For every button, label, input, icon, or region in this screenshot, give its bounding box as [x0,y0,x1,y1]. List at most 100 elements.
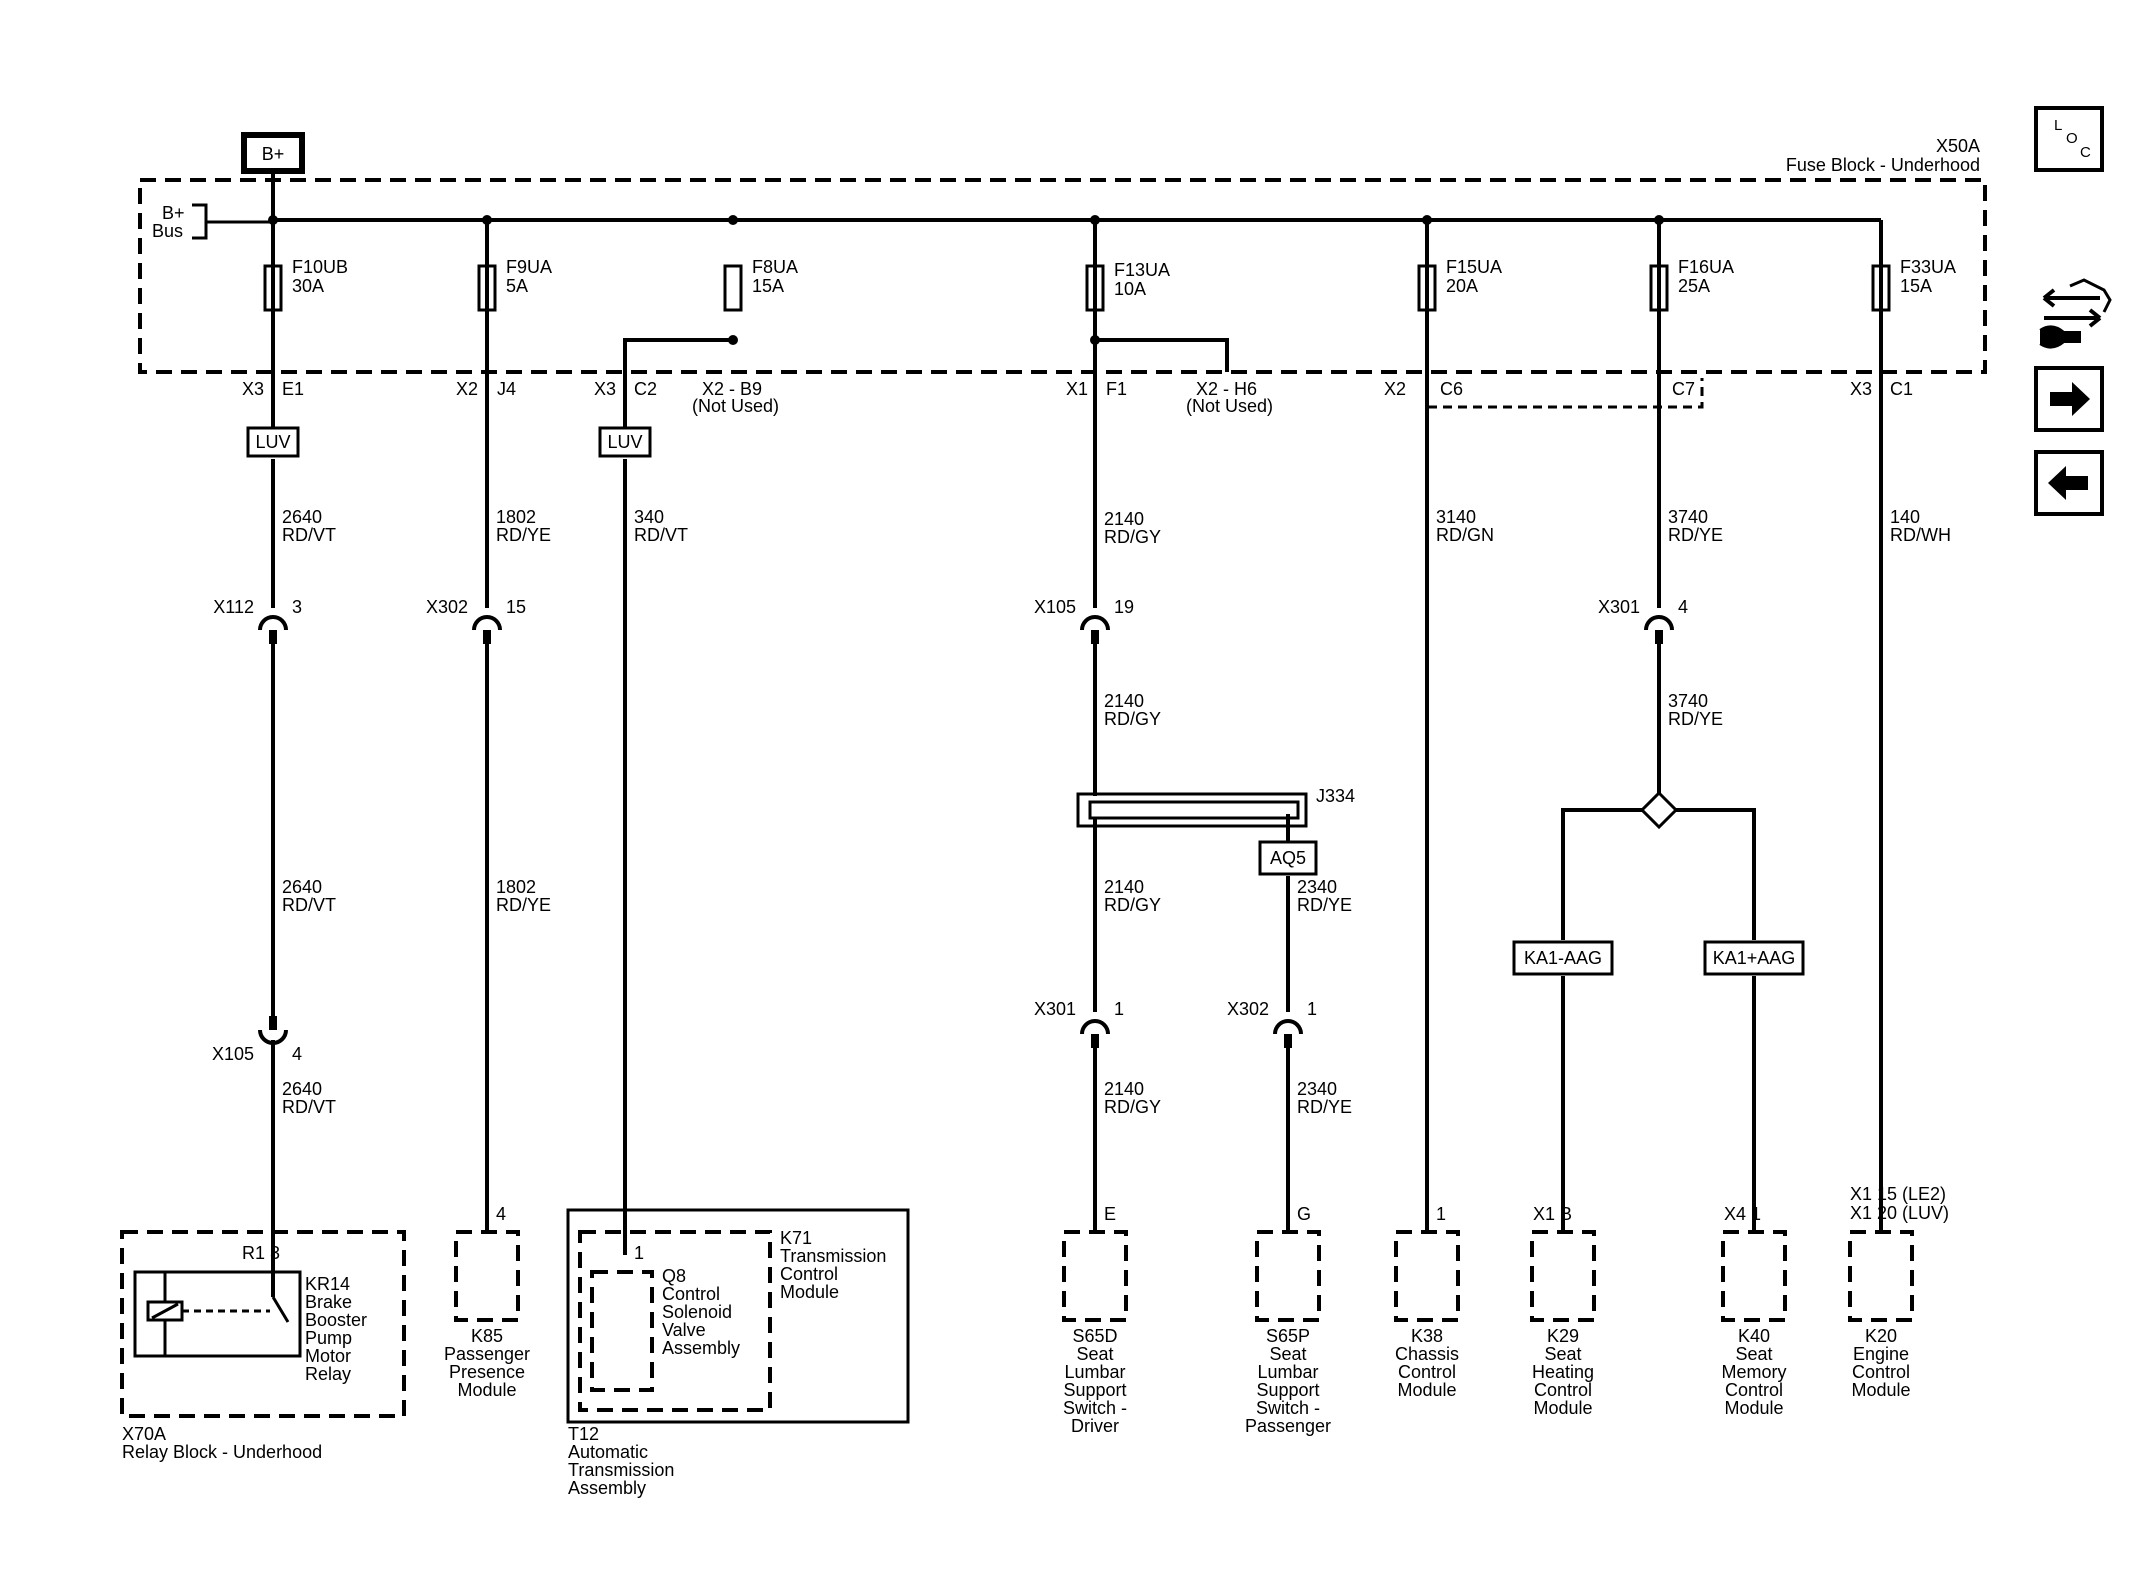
bplus-label: B+ [262,144,285,164]
fuse-block-name: Fuse Block - Underhood [1786,155,1980,175]
inline-conn-id: X301 [1598,597,1640,617]
module-box-k29 [1530,1230,1596,1322]
option-box [1703,940,1805,976]
f13ua-branch-h6 [1095,338,1229,372]
terminal-pin: 1 [634,1243,644,1263]
wire-color: RD/YE [1668,709,1723,729]
option-luv: LUV [255,432,290,452]
wire-number: 1802 [496,877,536,897]
wire-number: 2140 [1104,509,1144,529]
transmission-assembly-t12 [566,1208,910,1424]
circuit-wires [271,220,1883,1255]
terminal-pin: X1 20 (LUV) [1850,1203,1949,1223]
wire-number: 140 [1890,507,1920,527]
out-pin: C7 [1672,379,1695,399]
wire-number: 2640 [282,507,322,527]
loc-letter: O [2066,130,2078,147]
option-luv: LUV [607,432,642,452]
wire-color: RD/VT [282,525,336,545]
wire-color: RD/WH [1890,525,1951,545]
bus-label-1: B+ [162,203,185,223]
fuse-f9ua-id: F9UA [506,257,552,277]
option-box [598,426,652,458]
out-pin: J4 [497,379,516,399]
out-conn: X3 [1850,379,1872,399]
out-conn: X3 [594,379,616,399]
out-pin: C1 [1890,379,1913,399]
loc-letter: C [2080,144,2091,161]
option-box [1512,940,1614,976]
wire-number: 3740 [1668,691,1708,711]
inline-conn-pin: 19 [1114,597,1134,617]
splice-pack-j334 [1076,792,1308,842]
wire-color: RD/YE [496,525,551,545]
module-box-k40 [1721,1230,1787,1322]
wire-color: RD/GY [1104,527,1161,547]
option-box [246,426,300,458]
bus-bracket [192,203,272,240]
out-pin: E1 [282,379,304,399]
fuse-f33ua-rating: 15A [1900,276,1932,296]
loc-letter: L [2054,117,2062,134]
fuse-f13ua-id: F13UA [1114,260,1170,280]
fuse-block-outline [138,178,1987,374]
module-box-s65p [1255,1230,1321,1322]
relay-block-x70a [120,1230,406,1418]
option-box [1258,840,1318,876]
terminal-pin: X1 15 (LE2) [1850,1184,1946,1204]
fuse-f8ua-id: F8UA [752,257,798,277]
terminal-pin: X4 1 [1724,1204,1761,1224]
option-ka1-plus-aag: KA1+AAG [1713,948,1796,968]
inline-conn-id: X302 [1227,999,1269,1019]
arrow-left-icon[interactable] [2034,450,2104,516]
terminal-pin: 4 [496,1204,506,1224]
module-box-k85 [454,1230,520,1322]
terminal-pin: X1 B [1533,1204,1572,1224]
option-ka1-aag: KA1-AAG [1524,948,1602,968]
terminal-pin: R1 3 [242,1243,280,1263]
inline-conn-pin: 15 [506,597,526,617]
wire-color: RD/VT [282,1097,336,1117]
loc-button[interactable]: L O C [2034,106,2104,172]
arrow-right-icon[interactable] [2034,366,2104,432]
connector-swap-icon[interactable] [2039,278,2112,349]
out-conn: X2 [1384,379,1406,399]
c6-c7-link [1425,378,1704,409]
fuse-f8ua-rating: 15A [752,276,784,296]
fuse-f16ua-rating: 25A [1678,276,1710,296]
wire-number: 2140 [1104,877,1144,897]
wire-number: 3740 [1668,507,1708,527]
inline-conn-pin: 4 [292,1044,302,1064]
inline-conn-id: X301 [1034,999,1076,1019]
f8ua-branch-c2 [623,338,733,372]
wire-number: 2140 [1104,691,1144,711]
wire-number: 2340 [1297,1079,1337,1099]
out-conn-not-used: X2 - B9 [702,379,762,399]
fuse-f15ua-rating: 20A [1446,276,1478,296]
wire-number: 2640 [282,877,322,897]
terminal-pin: G [1297,1204,1311,1224]
wire-color: RD/YE [1297,1097,1352,1117]
out-note: (Not Used) [692,396,779,416]
out-conn: X2 [456,379,478,399]
inline-conn-pin: 1 [1114,999,1124,1019]
out-pin: C6 [1440,379,1463,399]
wire-number: 2340 [1297,877,1337,897]
out-pin: C2 [634,379,657,399]
out-conn: X1 [1066,379,1088,399]
inline-conn-id: X112 [213,597,254,617]
wire-number: 340 [634,507,664,527]
terminal-pin: 1 [1436,1204,1446,1224]
fuse-f10ub-rating: 30A [292,276,324,296]
wire-number: 3140 [1436,507,1476,527]
wire-color: RD/VT [282,895,336,915]
